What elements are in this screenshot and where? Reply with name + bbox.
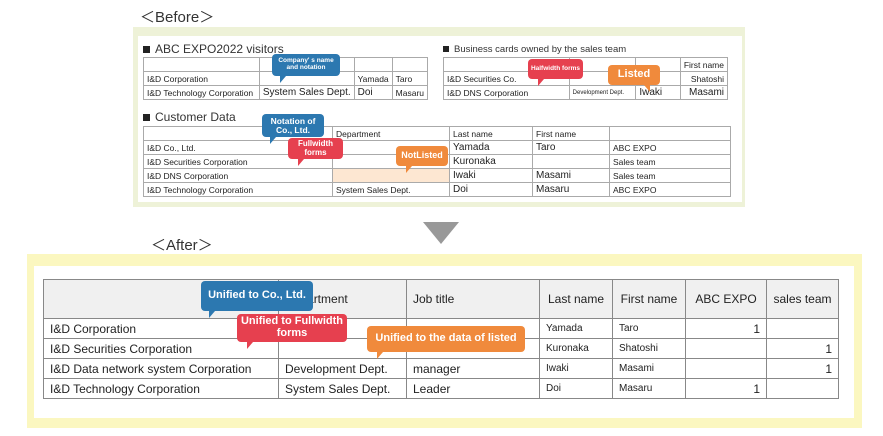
table-row: I&D Technology Corporation System Sales …	[143, 85, 429, 100]
table-row: I&D DNS Corporation Development Dept. Iw…	[443, 85, 729, 100]
cards-title-text: Business cards owned by the sales team	[454, 44, 627, 55]
customer-cell: System Sales Dept.	[332, 182, 450, 197]
customer-table: Department Last name First name I&D Co.,…	[143, 126, 731, 197]
customer-cell-empty	[332, 168, 450, 183]
cards-cell: Masami	[679, 85, 729, 100]
visitors-title-text: ABC EXPO2022 visitors	[155, 42, 284, 56]
table-row: I&D Technology Corporation System Sales …	[43, 378, 839, 399]
customer-title: Customer Data	[143, 110, 236, 124]
down-arrow-icon	[423, 222, 459, 244]
after-cell-last-name: Doi	[539, 378, 613, 399]
after-cell-sales-team	[766, 378, 839, 399]
cards-table: First name I&D Securities Co. Shatoshi I…	[443, 57, 729, 100]
after-cell-department: System Sales Dept.	[278, 378, 407, 399]
after-cell-last-name: Kuronaka	[539, 338, 613, 359]
cards-cell: Development Dept.	[568, 85, 637, 100]
callout-notation: Notation of Co., Ltd.	[262, 114, 324, 144]
after-cell-job-title: manager	[406, 358, 540, 379]
after-label: ＜After＞	[151, 237, 213, 254]
customer-cell: Taro	[532, 140, 610, 155]
after-cell-sales-team: 1	[766, 358, 839, 379]
cards-header-first-name: First name	[679, 57, 729, 72]
after-cell-last-name: Yamada	[539, 318, 613, 339]
after-cell-abc-expo: 1	[685, 318, 767, 339]
customer-title-text: Customer Data	[155, 110, 236, 124]
customer-cell: Masami	[532, 168, 610, 183]
after-cell-first-name: Taro	[612, 318, 686, 339]
table-row: I&D Technology Corporation System Sales …	[143, 182, 731, 197]
callout-listed: Listed	[608, 65, 660, 92]
customer-cell: I&D Technology Corporation	[143, 182, 333, 197]
callout-unified-co: Unified to Co., Ltd.	[201, 281, 313, 318]
after-table: Department Job title Last name First nam…	[43, 279, 839, 399]
after-cell-abc-expo: 1	[685, 378, 767, 399]
after-cell-company: I&D Technology Corporation	[43, 378, 279, 399]
customer-cell	[532, 154, 610, 169]
visitors-title: ABC EXPO2022 visitors	[143, 42, 284, 56]
after-cell-department: Development Dept.	[278, 358, 407, 379]
bullet-icon	[143, 46, 150, 54]
visitors-cell: Yamada	[353, 71, 393, 86]
after-cell-first-name: Masaru	[612, 378, 686, 399]
visitors-cell: Taro	[391, 71, 429, 86]
after-cell-sales-team: 1	[766, 338, 839, 359]
customer-header: Last name	[449, 126, 533, 141]
callout-notlisted: NotListed	[396, 146, 448, 173]
visitors-cell: I&D Technology Corporation	[143, 85, 260, 100]
after-header-first-name: First name	[612, 279, 686, 319]
after-header-abc-expo: ABC EXPO	[685, 279, 767, 319]
customer-cell: Kuronaka	[449, 154, 533, 169]
table-row: I&D Data network system Corporation Deve…	[43, 358, 839, 379]
after-cell-abc-expo	[685, 338, 767, 359]
table-row: Department Last name First name	[143, 126, 731, 141]
callout-halfwidth: Halfwidth forms	[528, 59, 583, 86]
after-cell-last-name: Iwaki	[539, 358, 613, 379]
customer-cell: Iwaki	[449, 168, 533, 183]
after-cell-job-title: Leader	[406, 378, 540, 399]
visitors-cell: I&D Corporation	[143, 71, 260, 86]
cards-title: Business cards owned by the sales team	[443, 44, 626, 55]
customer-header: First name	[532, 126, 610, 141]
callout-unified-fullwidth: Unified to Fullwidth forms	[237, 314, 347, 349]
cards-cell: I&D DNS Corporation	[443, 85, 570, 100]
after-header-sales-team: sales team	[766, 279, 839, 319]
table-header-row: Department Job title Last name First nam…	[43, 279, 839, 319]
visitors-cell: System Sales Dept.	[258, 85, 355, 100]
bullet-icon	[143, 114, 150, 122]
after-cell-first-name: Shatoshi	[612, 338, 686, 359]
after-header-last-name: Last name	[539, 279, 613, 319]
table-row: First name	[443, 57, 729, 72]
customer-cell: Doi	[449, 182, 533, 197]
customer-cell: Sales team	[609, 154, 731, 169]
customer-cell: Sales team	[609, 168, 731, 183]
visitors-cell: Masaru	[391, 85, 429, 100]
after-cell-first-name: Masami	[612, 358, 686, 379]
table-row: I&D DNS Corporation Iwaki Masami Sales t…	[143, 168, 731, 183]
customer-cell: I&D DNS Corporation	[143, 168, 333, 183]
customer-cell: Masaru	[532, 182, 610, 197]
visitors-cell: Doi	[353, 85, 393, 100]
customer-cell: ABC EXPO	[609, 182, 731, 197]
after-cell-sales-team	[766, 318, 839, 339]
callout-unified-listed: Unified to the data of listed	[367, 326, 525, 359]
cards-cell: Shatoshi	[679, 71, 729, 86]
customer-header: Department	[332, 126, 450, 141]
cards-cell: Iwaki	[635, 85, 681, 100]
customer-cell: Yamada	[449, 140, 533, 155]
callout-company-name: Company' s name and notation	[272, 54, 340, 83]
bullet-icon	[443, 46, 449, 53]
table-row: I&D Securities Co. Shatoshi	[443, 71, 729, 86]
customer-cell: ABC EXPO	[609, 140, 731, 155]
before-label: ＜Before＞	[140, 9, 215, 26]
after-header-job-title: Job title	[406, 279, 540, 319]
after-cell-company: I&D Data network system Corporation	[43, 358, 279, 379]
callout-fullwidth: Fullwidth forms	[288, 138, 343, 166]
after-cell-abc-expo	[685, 358, 767, 379]
